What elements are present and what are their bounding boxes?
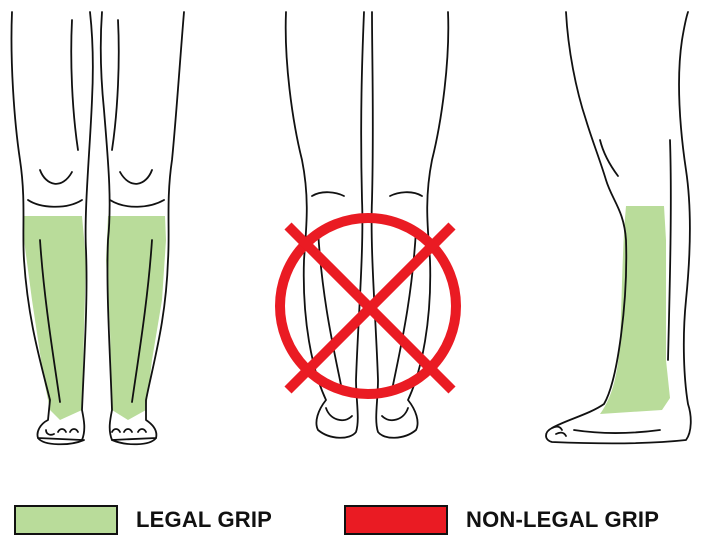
back-right-heel bbox=[382, 408, 408, 420]
side-view-leg bbox=[546, 12, 691, 443]
side-foot-toes bbox=[552, 427, 660, 436]
left-knee-line bbox=[28, 200, 82, 207]
back-view-legs bbox=[280, 12, 456, 438]
legal-area-side-shin bbox=[600, 206, 670, 414]
right-foot bbox=[112, 429, 156, 444]
left-thigh-line bbox=[71, 20, 78, 150]
non-legal-grip-swatch bbox=[344, 505, 448, 535]
back-left-heel bbox=[326, 408, 352, 420]
right-knee-line bbox=[110, 200, 164, 207]
right-knee-cap bbox=[120, 170, 152, 184]
legend-legal-grip: LEGAL GRIP bbox=[14, 503, 272, 537]
right-thigh-line bbox=[112, 20, 119, 150]
side-calf-line bbox=[668, 140, 671, 360]
legal-grip-swatch bbox=[14, 505, 118, 535]
front-view-legs bbox=[11, 12, 184, 444]
left-foot bbox=[38, 429, 84, 444]
legal-area-left-shin bbox=[24, 216, 86, 420]
legal-grip-label: LEGAL GRIP bbox=[136, 507, 272, 533]
legal-area-right-shin bbox=[106, 216, 166, 420]
back-right-calf-line bbox=[392, 230, 416, 390]
non-legal-grip-label: NON-LEGAL GRIP bbox=[466, 507, 659, 533]
legend-non-legal-grip: NON-LEGAL GRIP bbox=[344, 503, 659, 537]
back-right-knee-crease bbox=[390, 192, 422, 196]
left-knee-cap bbox=[40, 170, 72, 184]
back-left-knee-crease bbox=[312, 192, 344, 196]
